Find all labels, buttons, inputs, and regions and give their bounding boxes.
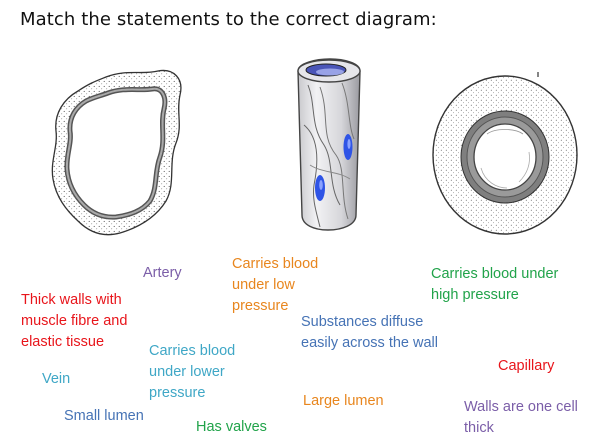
label-line: Substances diffuse bbox=[301, 314, 424, 330]
label-walls-one-cell: Walls are one cell thick bbox=[464, 397, 578, 439]
label-substances-diffuse: Substances diffuse easily across the wal… bbox=[301, 312, 438, 354]
label-line: elastic tissue bbox=[21, 334, 105, 350]
label-carries-low-pressure: Carries blood under low pressure bbox=[232, 254, 318, 317]
label-line: under low bbox=[232, 277, 295, 293]
label-line: thick bbox=[464, 420, 494, 436]
label-large-lumen: Large lumen bbox=[303, 391, 384, 412]
label-artery-text: Artery bbox=[143, 265, 182, 281]
page-title: Match the statements to the correct diag… bbox=[20, 9, 437, 30]
label-line: pressure bbox=[149, 385, 206, 401]
label-line: Carries blood under bbox=[431, 266, 559, 282]
label-line: under lower bbox=[149, 364, 225, 380]
vein-cross-section-icon bbox=[51, 69, 182, 236]
label-has-valves: Has valves bbox=[196, 417, 267, 438]
label-line: high pressure bbox=[431, 287, 519, 303]
label-large-lumen-text: Large lumen bbox=[303, 393, 384, 409]
label-line: Carries blood bbox=[149, 343, 236, 359]
label-capillary-text: Capillary bbox=[498, 358, 555, 374]
label-thick-walls: Thick walls with muscle fibre and elasti… bbox=[21, 290, 127, 353]
label-vein: Vein bbox=[42, 369, 70, 390]
label-line: pressure bbox=[232, 298, 289, 314]
label-small-lumen-text: Small lumen bbox=[64, 408, 144, 424]
label-carries-lower-pressure: Carries blood under lower pressure bbox=[149, 341, 235, 404]
label-line: Walls are one cell bbox=[464, 399, 578, 415]
label-carries-high-pressure: Carries blood under high pressure bbox=[431, 264, 558, 306]
label-line: Thick walls with bbox=[21, 292, 122, 308]
capillary-tube-icon bbox=[297, 58, 361, 231]
label-capillary: Capillary bbox=[498, 356, 554, 377]
label-line: Carries blood bbox=[232, 256, 319, 272]
label-line: muscle fibre and bbox=[21, 313, 128, 329]
label-vein-text: Vein bbox=[42, 371, 71, 387]
label-has-valves-text: Has valves bbox=[196, 419, 267, 435]
artery-cross-section-icon bbox=[432, 72, 578, 235]
label-small-lumen: Small lumen bbox=[64, 406, 144, 427]
label-line: easily across the wall bbox=[301, 335, 438, 351]
label-artery: Artery bbox=[143, 263, 182, 284]
